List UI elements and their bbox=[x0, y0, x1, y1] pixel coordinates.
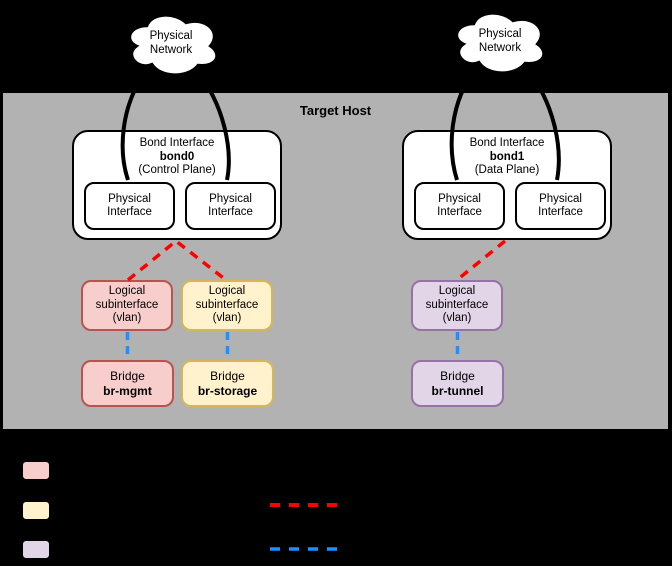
sub-label-line: subinterface bbox=[95, 298, 159, 311]
legend-swatch-storage bbox=[21, 500, 51, 521]
bond0-name: bond0 bbox=[159, 150, 195, 163]
bond0-plane: (Control Plane) bbox=[138, 164, 216, 176]
cloud-label-line: Physical bbox=[149, 30, 193, 42]
subinterface-storage-box: Logical subinterface (vlan) bbox=[181, 280, 273, 331]
sub-label-line: Logical bbox=[108, 285, 146, 298]
sub-label-line: Logical bbox=[208, 285, 246, 298]
bridge-name: br-mgmt bbox=[103, 383, 152, 398]
bond0-physical-interface-2: Physical Interface bbox=[185, 182, 276, 230]
sub-label-line: (vlan) bbox=[442, 312, 472, 325]
target-host-title: Target Host bbox=[299, 103, 372, 118]
sub-label-line: subinterface bbox=[425, 298, 489, 311]
bridge-br-tunnel-box: Bridge br-tunnel bbox=[411, 360, 504, 407]
sub-label-line: subinterface bbox=[195, 298, 259, 311]
bond1-label: Bond Interface bbox=[469, 137, 545, 149]
nic-label-line: Interface bbox=[538, 206, 583, 218]
legend-swatch-tunnel bbox=[21, 539, 51, 560]
nic-label-line: Physical bbox=[438, 192, 481, 205]
bond0-box: Bond Interface bond0 (Control Plane) Phy… bbox=[72, 130, 282, 240]
bridge-label: Bridge bbox=[210, 369, 245, 383]
bond1-plane: (Data Plane) bbox=[474, 164, 540, 176]
bond1-physical-interface-1: Physical Interface bbox=[414, 182, 505, 230]
bridge-name: br-storage bbox=[197, 383, 258, 398]
sub-label-line: (vlan) bbox=[112, 312, 142, 325]
cloud-label-left: Physical Network bbox=[132, 29, 210, 57]
bridge-br-storage-box: Bridge br-storage bbox=[181, 360, 274, 407]
nic-label-line: Interface bbox=[107, 206, 152, 218]
bridge-name: br-tunnel bbox=[431, 383, 484, 398]
bond0-label: Bond Interface bbox=[139, 137, 215, 149]
nic-label-line: Physical bbox=[539, 192, 582, 205]
subinterface-tunnel-box: Logical subinterface (vlan) bbox=[411, 280, 503, 331]
cloud-label-line: Physical bbox=[478, 28, 522, 40]
bridge-label: Bridge bbox=[440, 369, 475, 383]
bond1-name: bond1 bbox=[489, 150, 525, 163]
nic-label-line: Interface bbox=[208, 206, 253, 218]
legend-swatch-mgmt bbox=[21, 460, 51, 481]
cloud-label-line: Network bbox=[149, 44, 193, 56]
cloud-label-right: Physical Network bbox=[459, 27, 541, 55]
sub-label-line: (vlan) bbox=[212, 312, 242, 325]
sub-label-line: Logical bbox=[438, 285, 476, 298]
nic-label-line: Physical bbox=[209, 192, 252, 205]
bridge-br-mgmt-box: Bridge br-mgmt bbox=[81, 360, 174, 407]
bond0-physical-interface-1: Physical Interface bbox=[84, 182, 175, 230]
nic-label-line: Physical bbox=[108, 192, 151, 205]
cloud-label-line: Network bbox=[478, 42, 522, 54]
bridge-label: Bridge bbox=[110, 369, 145, 383]
subinterface-mgmt-box: Logical subinterface (vlan) bbox=[81, 280, 173, 331]
bond1-physical-interface-2: Physical Interface bbox=[515, 182, 606, 230]
nic-label-line: Interface bbox=[437, 206, 482, 218]
bond1-box: Bond Interface bond1 (Data Plane) Physic… bbox=[402, 130, 612, 240]
